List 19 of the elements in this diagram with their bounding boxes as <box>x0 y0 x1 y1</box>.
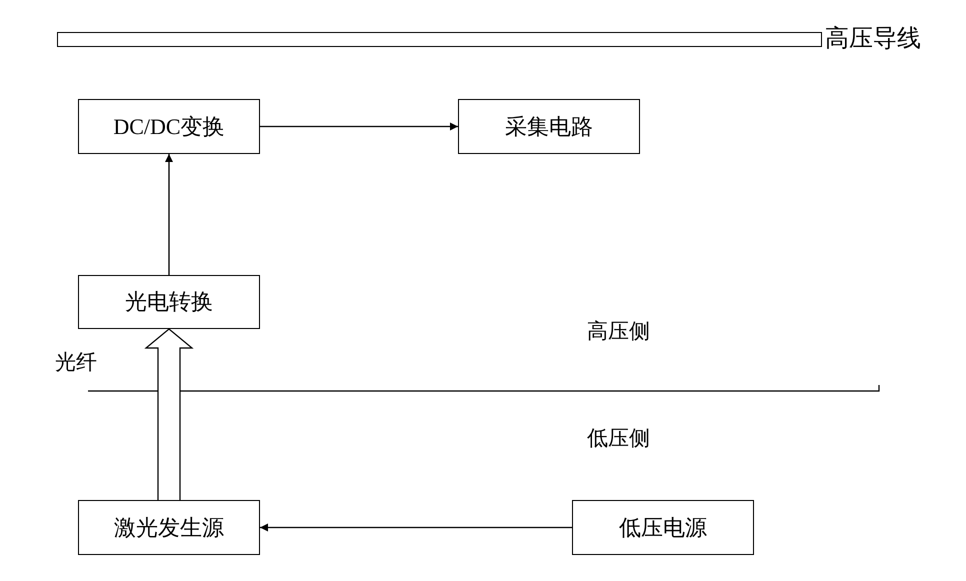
box-label: 光电转换 <box>125 288 213 316</box>
process-box <box>458 99 640 154</box>
process-box <box>572 500 754 555</box>
conductor-bar <box>57 32 822 47</box>
fiber-block-arrow <box>144 328 194 501</box>
box-label: 低压电源 <box>619 514 707 542</box>
arrow <box>260 524 572 532</box>
arrow <box>165 154 173 275</box>
node-label: 高压导线 <box>825 24 921 54</box>
process-box <box>78 500 260 555</box>
region-label: 低压侧 <box>587 425 650 452</box>
process-box <box>78 99 260 154</box>
arrow <box>260 122 458 130</box>
box-label: 采集电路 <box>505 112 593 140</box>
box-label: DC/DC变换 <box>113 112 225 140</box>
region-label: 光纤 <box>55 349 97 376</box>
box-label: 激光发生源 <box>114 514 224 542</box>
process-box <box>78 275 260 329</box>
region-label: 高压侧 <box>587 318 650 345</box>
